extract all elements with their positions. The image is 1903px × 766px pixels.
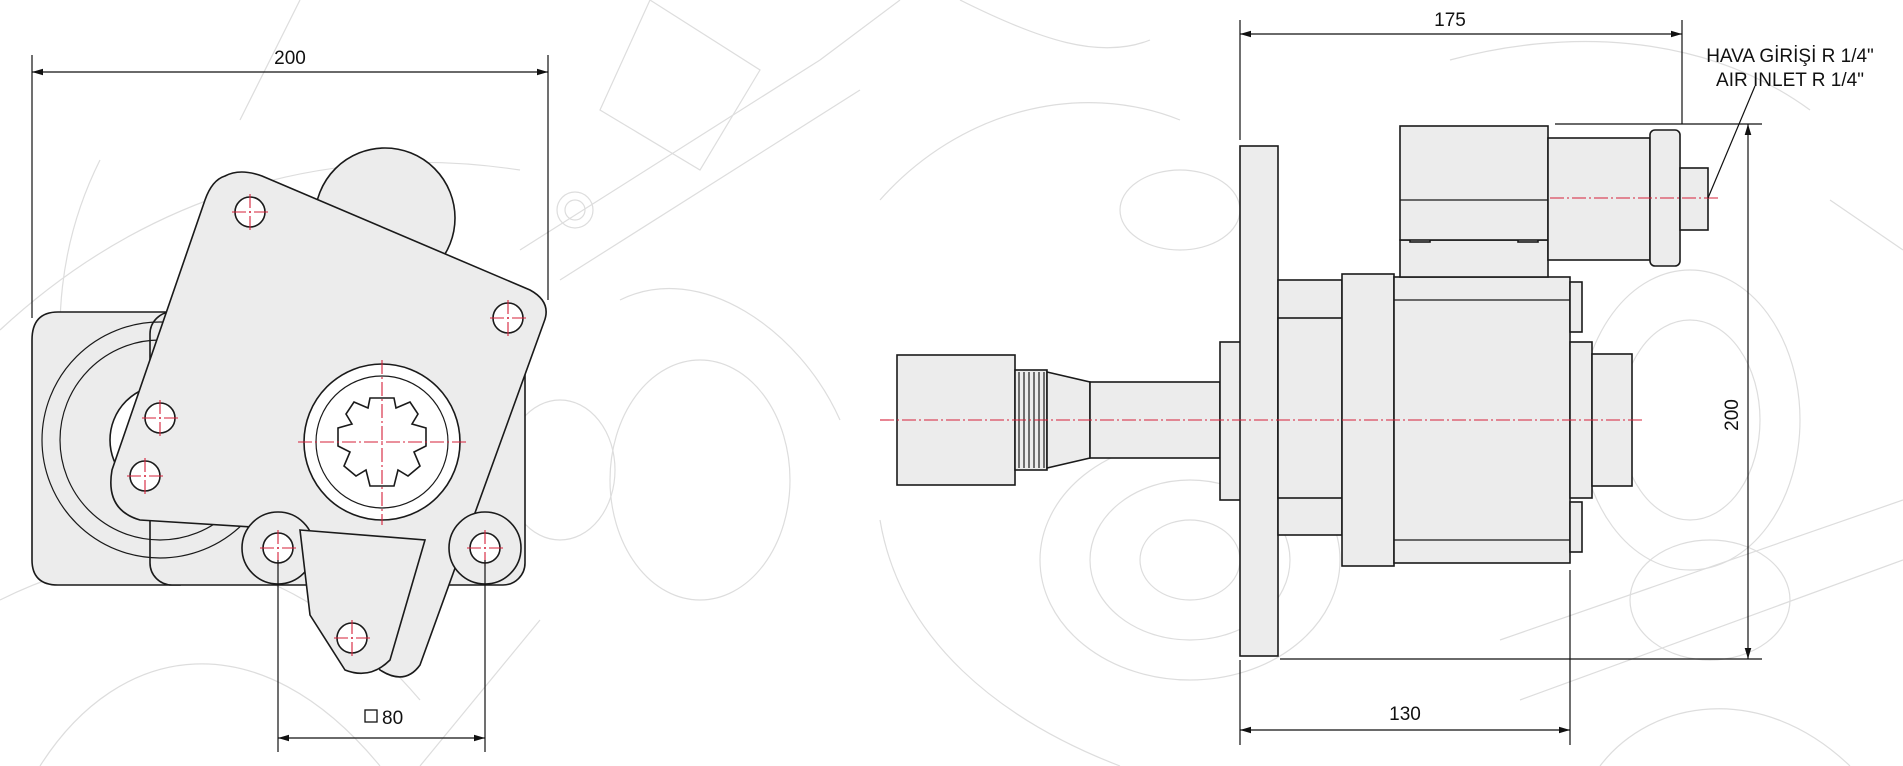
air-inlet-label-en: AIR INLET R 1/4" bbox=[1716, 70, 1864, 91]
side-view: 175 130 200 HAVA GİRİŞİ R 1/4" AIR INLET… bbox=[880, 10, 1874, 745]
cylinder-bracket bbox=[1399, 239, 1549, 278]
front-dimensions: 200 80 bbox=[31, 48, 549, 752]
dim-side-length-top: 175 bbox=[1434, 10, 1466, 31]
front-view: 200 80 bbox=[31, 48, 549, 752]
dim-front-square: 80 bbox=[382, 708, 403, 729]
air-inlet-leader bbox=[1707, 85, 1756, 199]
front-centerlines bbox=[127, 194, 526, 656]
air-inlet-label-tr: HAVA GİRİŞİ R 1/4" bbox=[1706, 46, 1874, 67]
dim-front-width: 200 bbox=[274, 48, 306, 69]
side-dimensions: 175 130 200 bbox=[1239, 10, 1762, 745]
square-icon bbox=[364, 709, 378, 723]
cylinder-head bbox=[1547, 137, 1651, 261]
cylinder-body bbox=[1399, 125, 1549, 241]
dim-side-height: 200 bbox=[1722, 399, 1743, 431]
side-flange bbox=[1239, 145, 1279, 657]
air-inlet-fitting bbox=[1679, 167, 1709, 231]
dim-side-length-bottom: 130 bbox=[1389, 704, 1421, 725]
